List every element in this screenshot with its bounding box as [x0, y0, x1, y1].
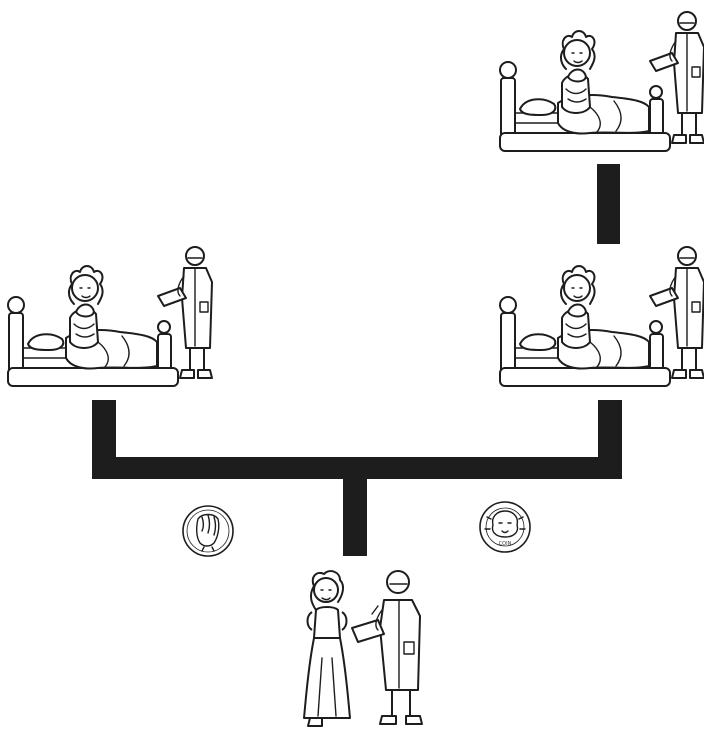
connector-top-vertical — [597, 164, 620, 244]
connector-right-vertical — [598, 400, 622, 462]
coin-tails-legend: COIN — [499, 541, 512, 547]
coin-heads-icon — [183, 506, 233, 556]
standing-scene-bottom — [304, 571, 422, 726]
bedside-scene-top-right — [500, 12, 704, 151]
coin-tails-icon: COIN — [480, 502, 530, 552]
bedside-scene-middle-right — [500, 247, 704, 386]
bedside-scene-middle-left — [8, 247, 212, 386]
connector-bottom-vertical — [343, 474, 367, 556]
connector-left-vertical — [92, 400, 116, 462]
